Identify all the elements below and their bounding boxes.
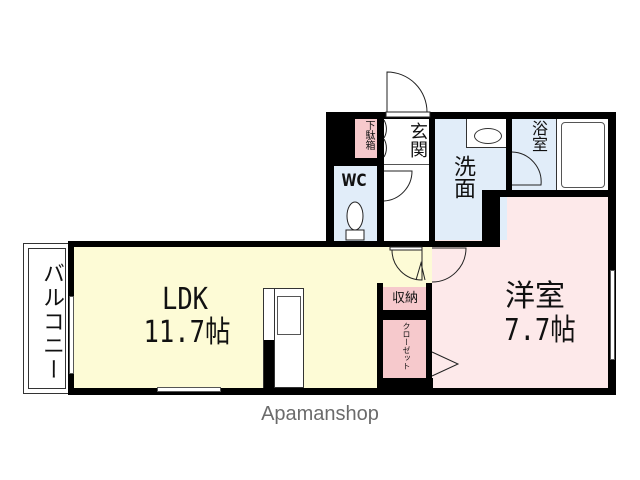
ldk-label: LDK xyxy=(161,282,209,317)
western-room-door-icon xyxy=(431,247,467,283)
entrance-label: 玄関 xyxy=(407,122,428,158)
ldk-door-icon xyxy=(389,246,426,281)
western-room-window xyxy=(610,270,615,360)
shoe-closet-door-icon xyxy=(383,119,387,158)
toilet-label: WC xyxy=(341,171,367,191)
entrance-door-icon xyxy=(385,71,431,118)
balcony: バルコニー xyxy=(23,243,71,394)
shoe-closet xyxy=(355,118,378,158)
balcony-window xyxy=(69,296,74,374)
bathtub-icon xyxy=(556,118,609,192)
closet-door-icon xyxy=(431,351,460,377)
watermark: Apamanshop xyxy=(261,403,379,425)
sink-icon xyxy=(466,118,508,148)
storage-label: 収納 xyxy=(391,291,418,306)
closet-label: クローゼット xyxy=(402,322,411,370)
western-room-size: 7.7帖 xyxy=(504,313,576,348)
shoe-closet-label: 下駄箱 xyxy=(363,120,374,150)
toilet-icon xyxy=(345,201,365,241)
storage xyxy=(383,287,426,311)
ldk-room xyxy=(70,245,432,388)
balcony-label: バルコニー xyxy=(39,262,64,382)
washroom-label: 洗面 xyxy=(450,155,475,199)
western-room-label: 洋室 xyxy=(505,279,565,314)
ldk-size: 11.7帖 xyxy=(143,315,231,350)
entrance xyxy=(383,118,431,242)
bathroom-label: 浴室 xyxy=(529,120,548,152)
ldk-bottom-window xyxy=(157,387,221,392)
bathroom-door-icon xyxy=(511,151,542,186)
kitchen-unit xyxy=(263,288,304,388)
closet xyxy=(383,320,426,380)
toilet-door-icon xyxy=(383,170,413,202)
